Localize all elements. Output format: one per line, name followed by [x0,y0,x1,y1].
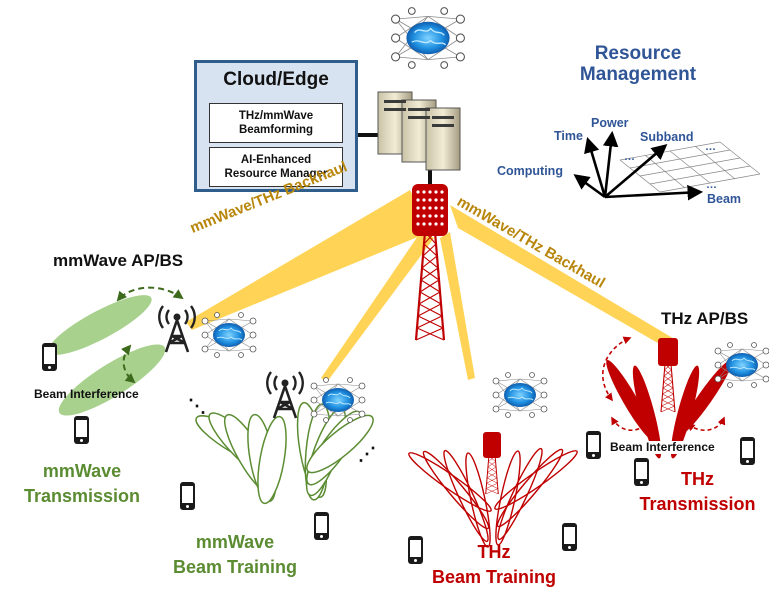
brain-neural-network-icon [390,6,466,70]
thz-ap-label: THz AP/BS [661,309,749,328]
svg-text:…: … [706,179,717,191]
resource-title-line2: Management [579,63,697,85]
central-tower [412,184,448,342]
resource-title-line1: Resource [594,43,682,64]
mmwave-transmission-line1: mmWave [42,461,122,481]
resource-management-title: Resource Management [578,43,698,86]
mmwave-ap-label: mmWave AP/BS [53,251,184,270]
axis-label-time: Time [554,129,583,143]
resource-axes: … … … [573,130,761,201]
backhaul-beams [186,190,676,382]
axis-label-power: Power [591,116,629,130]
cloud-edge-title: Cloud/Edge [223,69,329,90]
smartphone-icon [740,437,755,465]
smartphone-icon [74,416,89,444]
antenna-tower-icon [157,304,197,354]
thz-beam-training-label: THz Beam Training [414,542,574,588]
thz-interference-label: Beam Interference [610,440,715,455]
axis-label-computing: Computing [497,164,563,178]
thz-transmission-line1: THz [681,469,714,489]
smartphone-icon [180,482,195,510]
thz-transmission-line2: Transmission [639,493,756,514]
svg-text:…: … [624,151,635,163]
mmwave-transmission-label: mmWave Transmission [12,461,152,507]
smartphone-icon [314,512,329,540]
beamforming-module: THz/mmWave Beamforming [209,103,343,143]
smartphone-icon [634,458,649,486]
resource-manager-module: AI-Enhanced Resource Manager [209,147,343,187]
thz-transmission-label: THz Transmission [630,469,765,515]
mmwave-beam-training-area: ⋱ ⋰ [188,370,376,505]
mmwave-transmission-line2: Transmission [23,485,141,506]
thz-training-line2: Beam Training [431,566,557,587]
svg-text:…: … [705,141,716,153]
server-stack-icon [377,91,461,171]
brain-neural-network-icon [492,372,548,418]
smartphone-icon [42,343,57,371]
thz-ap-area [601,336,769,459]
mmwave-training-line1: mmWave [195,532,275,552]
antenna-tower-icon [265,370,305,420]
mmwave-interference-label: Beam Interference [34,387,139,401]
axis-label-beam: Beam [707,192,742,206]
smartphone-icon [408,536,423,564]
thz-training-line1: THz [477,542,511,562]
svg-text:⋰: ⋰ [358,444,376,464]
thz-beam-training-area [408,372,578,548]
smartphone-icon [562,523,577,551]
cloud-edge-box: Cloud/Edge THz/mmWave Beamforming AI-Enh… [194,60,358,192]
mmwave-training-line2: Beam Training [172,556,298,577]
mmwave-beam-training-label: mmWave Beam Training [160,532,310,578]
smartphone-icon [586,431,601,459]
mmwave-ap-area [48,286,257,416]
axis-label-subband: Subband [640,130,694,144]
svg-text:⋱: ⋱ [188,396,206,416]
